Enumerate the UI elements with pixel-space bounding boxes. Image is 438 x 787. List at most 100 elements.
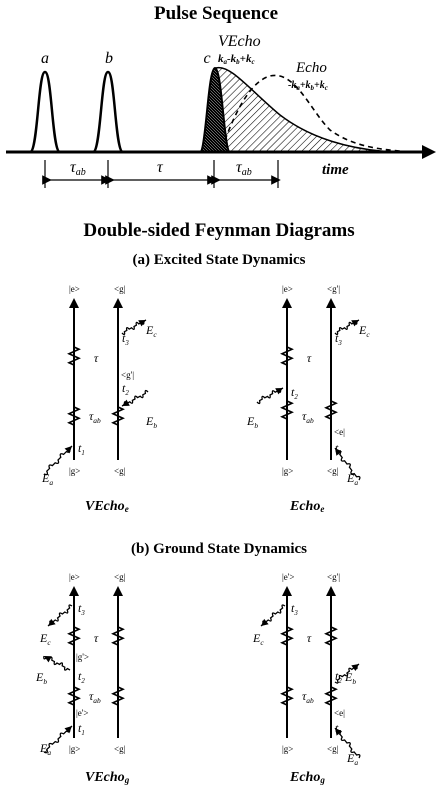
echo-g-tau-label: τ bbox=[307, 631, 312, 645]
vecho-e-t3-label: t3 bbox=[122, 331, 129, 347]
echo-e-tau-label: τ bbox=[307, 351, 312, 365]
echo-g-right-arrow-icon bbox=[326, 586, 336, 596]
tau-ab-label-2: τab bbox=[236, 159, 252, 178]
vecho-e-t1-label: t1 bbox=[78, 441, 85, 457]
tau-label: τ bbox=[157, 159, 164, 176]
vecho-g-right-arrow-icon bbox=[113, 586, 123, 596]
vecho-g-propagator-1 bbox=[111, 623, 125, 649]
vecho-g-t3-label: t3 bbox=[78, 601, 85, 617]
vecho-g-field-b-arrow-icon bbox=[44, 656, 52, 663]
echo-e-field-b-arrow-icon bbox=[275, 388, 283, 395]
echo-e-field-c-arrow-icon bbox=[351, 320, 359, 327]
echo-g-propagator-1 bbox=[324, 623, 338, 649]
vecho-g-field-c-arrow-icon bbox=[48, 618, 56, 626]
vecho-e-field-b-arrow-icon bbox=[122, 399, 130, 406]
vecho-g-propagator-0 bbox=[67, 623, 81, 649]
vecho-g-tau-ab-label: τab bbox=[89, 689, 101, 705]
vecho-g-bottom-left-label: |g> bbox=[69, 744, 80, 754]
vecho-e-Eb-label: Eb bbox=[145, 414, 157, 430]
echo-g-propagator-2 bbox=[324, 683, 338, 709]
echo-g-top-right-label: <g'| bbox=[327, 572, 340, 582]
echo-signal-curve bbox=[224, 74, 413, 153]
echo-e-Ec-label: Ec bbox=[358, 323, 370, 339]
vecho-g-Eb-label: Eb bbox=[35, 670, 47, 686]
pulse-sequence-title: Pulse Sequence bbox=[154, 3, 278, 24]
vecho-g-Ec-label: Ec bbox=[39, 631, 51, 647]
echo-g-field-a-arrow-icon bbox=[335, 728, 343, 736]
echo-e-bottom-right-label: <g| bbox=[327, 466, 339, 476]
vecho-e-bottom-right-label: <g| bbox=[114, 466, 126, 476]
echo-wavevector: -ka+kb+kc bbox=[288, 80, 328, 92]
time-axis-label: time bbox=[322, 162, 349, 178]
echo-g-field-b-arrow-icon bbox=[351, 664, 359, 671]
pulse-a-label: a bbox=[41, 50, 49, 67]
echo-g-propagator-3 bbox=[280, 683, 294, 709]
vecho-g-t1-label: t1 bbox=[78, 721, 85, 737]
vecho-e-field-c-arrow-icon bbox=[138, 320, 146, 327]
echo-g-bottom-right-label: <g| bbox=[327, 744, 339, 754]
echo-g-left-arrow-icon bbox=[282, 586, 292, 596]
echo-e-t3-label: t3 bbox=[335, 331, 342, 347]
caption-vecho-e: VEchoe bbox=[85, 499, 129, 514]
vecho-e-tau-label: τ bbox=[94, 351, 99, 365]
vecho-e-propagator-1 bbox=[67, 403, 81, 429]
vecho-e-field-a-arrow-icon bbox=[64, 446, 72, 454]
echo-label: Echo bbox=[295, 60, 327, 76]
vecho-g-t2-label: t2 bbox=[78, 669, 85, 685]
vecho-g-field-a-arrow-icon bbox=[64, 726, 72, 734]
vecho-e-tau-ab-label: τab bbox=[89, 409, 101, 425]
echo-g-top-left-label: |e'> bbox=[282, 572, 295, 582]
pulse-b-curve bbox=[91, 70, 125, 154]
vecho-g-left-arrow-icon bbox=[69, 586, 79, 596]
echo-e-Ea-label: Ea bbox=[346, 471, 358, 487]
vecho-wavevector: ka-kb+kc bbox=[218, 53, 255, 66]
vecho-g-state-1: |e'> bbox=[76, 708, 89, 718]
tau-ab-label-1: τab bbox=[70, 159, 86, 178]
vecho-e-left-arrow-icon bbox=[69, 298, 79, 308]
vecho-g-tau-label: τ bbox=[94, 631, 99, 645]
vecho-label: VEcho bbox=[218, 33, 261, 50]
echo-e-Eb-label: Eb bbox=[246, 414, 258, 430]
feynman-title: Double-sided Feynman Diagrams bbox=[83, 220, 354, 241]
echo-e-top-left-label: |e> bbox=[282, 284, 293, 294]
vecho-g-Ea-label: Ea bbox=[39, 741, 51, 757]
echo-e-propagator-0 bbox=[280, 343, 294, 369]
vecho-e-bottom-left-label: |g> bbox=[69, 466, 80, 476]
echo-g-Eb-label: Eb bbox=[344, 670, 356, 686]
vecho-g-state-0: |g'> bbox=[76, 652, 89, 662]
echo-e-right-arrow-icon bbox=[326, 298, 336, 308]
section-a-title: (a) Excited State Dynamics bbox=[133, 252, 306, 268]
caption-echo-g: Echog bbox=[289, 770, 325, 785]
vecho-e-right-arrow-icon bbox=[113, 298, 123, 308]
echo-e-t2-label: t2 bbox=[291, 385, 298, 401]
echo-e-field-a-arrow-icon bbox=[335, 448, 342, 456]
section-b-title: (b) Ground State Dynamics bbox=[131, 541, 307, 557]
pulse-c-curve bbox=[199, 66, 231, 153]
echo-g-Ec-label: Ec bbox=[252, 631, 264, 647]
vecho-g-propagator-3 bbox=[111, 683, 125, 709]
vecho-g-top-right-label: <g| bbox=[114, 572, 126, 582]
echo-g-bottom-left-label: |g> bbox=[282, 744, 293, 754]
vecho-e-Ea-label: Ea bbox=[41, 471, 53, 487]
echo-g-field-c-arrow-icon bbox=[261, 618, 269, 626]
vecho-e-propagator-2 bbox=[111, 403, 125, 429]
vecho-e-Ec-label: Ec bbox=[145, 323, 157, 339]
time-axis-arrow-icon bbox=[422, 145, 436, 159]
vecho-e-top-right-label: <g| bbox=[114, 284, 126, 294]
caption-vecho-g: VEchog bbox=[85, 770, 130, 785]
echo-e-propagator-1 bbox=[280, 397, 294, 423]
vecho-g-top-left-label: |e> bbox=[69, 572, 80, 582]
caption-echo-e: Echoe bbox=[289, 499, 324, 514]
echo-g-t2-label: t2 bbox=[335, 669, 342, 685]
vecho-g-propagator-2 bbox=[67, 683, 81, 709]
echo-g-propagator-0 bbox=[280, 623, 294, 649]
echo-e-left-arrow-icon bbox=[282, 298, 292, 308]
echo-g-state-0: <e| bbox=[334, 708, 345, 718]
echo-g-tau-ab-label: τab bbox=[302, 689, 314, 705]
pulse-b-label: b bbox=[105, 50, 113, 67]
vecho-g-bottom-right-label: <g| bbox=[114, 744, 126, 754]
echo-g-t3-label: t3 bbox=[291, 601, 298, 617]
echo-e-propagator-2 bbox=[324, 397, 338, 423]
echo-e-top-right-label: <g'| bbox=[327, 284, 340, 294]
